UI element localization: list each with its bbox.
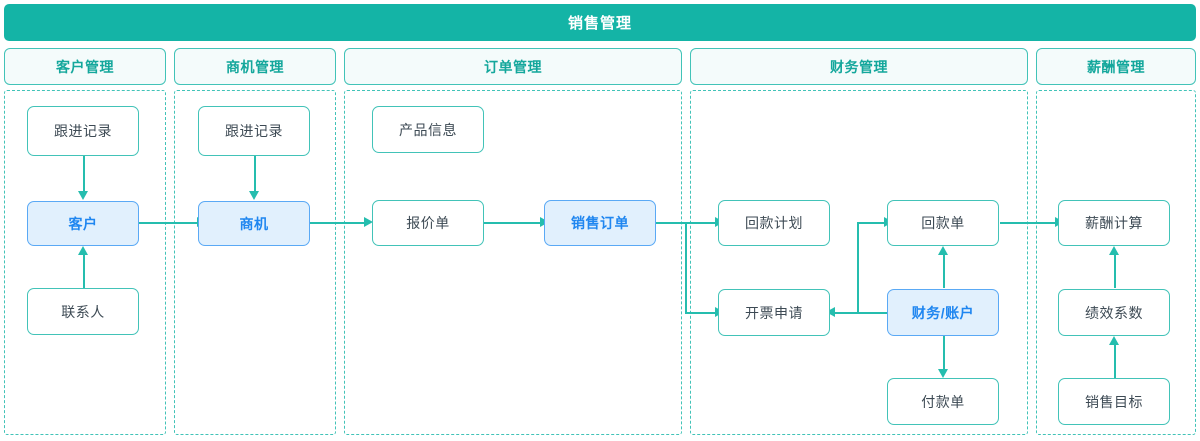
node-follow-up-record-opportunity[interactable]: 跟进记录 [198, 106, 310, 156]
node-product-info[interactable]: 产品信息 [372, 106, 484, 153]
edge-financeacct-to-paymentform-line [943, 336, 945, 371]
node-customer[interactable]: 客户 [27, 201, 139, 246]
edge-contact-to-customer-arrow [78, 246, 88, 255]
lane-customer [4, 90, 166, 435]
node-quotation[interactable]: 报价单 [372, 200, 484, 246]
lane-order [344, 90, 682, 435]
edge-financeacct-to-paymentform-arrow [938, 369, 948, 378]
edge-perffactor-to-salarycalc-arrow [1109, 246, 1119, 255]
node-label: 财务/账户 [911, 304, 975, 321]
edge-customer-to-opportunity-line [139, 222, 199, 224]
node-sales-order[interactable]: 销售订单 [544, 200, 656, 246]
column-header-label: 商机管理 [226, 58, 284, 75]
node-payment-form[interactable]: 付款单 [887, 378, 999, 425]
lane-salary [1036, 90, 1196, 435]
edge-perffactor-to-salarycalc-line [1114, 255, 1116, 288]
node-contact[interactable]: 联系人 [27, 288, 139, 335]
edge-salestarget-to-perffactor-arrow [1109, 336, 1119, 345]
column-header-order[interactable]: 订单管理 [344, 48, 682, 85]
edge-financeacct-to-paybackform-up-line [943, 255, 945, 288]
edge-salesorder-to-invoicereq-line [685, 312, 717, 314]
edge-followup1-to-customer-arrow [78, 191, 88, 200]
column-header-label: 薪酬管理 [1087, 58, 1145, 75]
column-header-label: 客户管理 [56, 58, 114, 75]
node-label: 绩效系数 [1085, 304, 1143, 321]
column-header-customer[interactable]: 客户管理 [4, 48, 166, 85]
node-invoice-request[interactable]: 开票申请 [718, 289, 830, 336]
edge-financeacct-junction-vertical [857, 222, 859, 313]
node-sales-target[interactable]: 销售目标 [1058, 378, 1170, 425]
node-label: 薪酬计算 [1085, 215, 1143, 231]
node-follow-up-record-customer[interactable]: 跟进记录 [27, 106, 139, 156]
edge-contact-to-customer-line [83, 255, 85, 288]
node-payback-plan[interactable]: 回款计划 [718, 200, 830, 246]
edge-financeacct-to-paybackform-line [857, 222, 886, 224]
node-label: 回款单 [921, 215, 965, 231]
edge-financeacct-to-invoicereq-line2 [826, 312, 858, 314]
node-label: 产品信息 [399, 121, 457, 138]
edge-quotation-to-salesorder-line [484, 222, 542, 224]
node-label: 销售目标 [1085, 393, 1143, 410]
page-title: 销售管理 [567, 15, 632, 32]
column-header-finance[interactable]: 财务管理 [690, 48, 1028, 85]
node-label: 报价单 [406, 215, 450, 231]
node-label: 回款计划 [745, 215, 803, 231]
node-performance-factor[interactable]: 绩效系数 [1058, 289, 1170, 336]
node-payback-form[interactable]: 回款单 [887, 200, 999, 246]
edge-followup1-to-customer-line [83, 156, 85, 192]
node-label: 付款单 [921, 393, 965, 410]
node-label: 跟进记录 [225, 123, 283, 139]
column-header-salary[interactable]: 薪酬管理 [1036, 48, 1196, 85]
edge-salesorder-branch-vertical [685, 222, 687, 313]
node-opportunity[interactable]: 商机 [198, 201, 310, 246]
node-salary-calculation[interactable]: 薪酬计算 [1058, 200, 1170, 246]
edge-financeacct-to-invoicereq-line [857, 312, 889, 314]
lane-finance [690, 90, 1028, 435]
node-label: 商机 [239, 215, 269, 232]
edge-opportunity-to-quotation-arrow [364, 217, 373, 227]
edge-financeacct-to-paybackform-up-arrow [938, 246, 948, 255]
page-title-bar: 销售管理 [4, 4, 1196, 41]
column-header-label: 财务管理 [830, 58, 888, 75]
edge-opportunity-to-quotation-line [310, 222, 366, 224]
node-label: 跟进记录 [54, 123, 112, 139]
edge-followup2-to-opportunity-arrow [249, 191, 259, 200]
column-header-label: 订单管理 [484, 58, 542, 75]
node-label: 客户 [68, 215, 98, 232]
edge-paybackform-to-salarycalc-line [1000, 222, 1057, 224]
lane-opportunity [174, 90, 336, 435]
column-header-opportunity[interactable]: 商机管理 [174, 48, 336, 85]
node-label: 销售订单 [571, 215, 629, 231]
node-label: 联系人 [61, 303, 105, 320]
node-finance-account[interactable]: 财务/账户 [887, 289, 999, 336]
node-label: 开票申请 [745, 304, 803, 321]
edge-followup2-to-opportunity-line [254, 156, 256, 192]
edge-salestarget-to-perffactor-line [1114, 345, 1116, 378]
